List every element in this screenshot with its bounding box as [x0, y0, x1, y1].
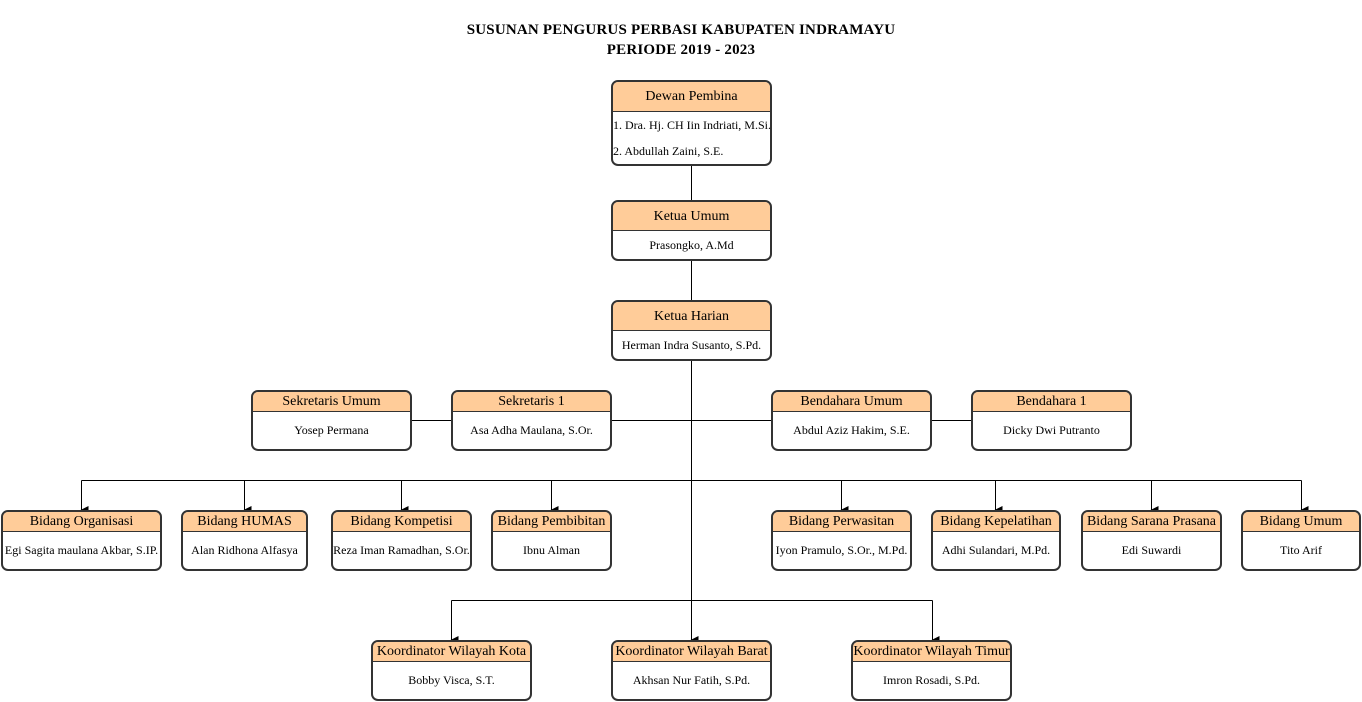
node-name: Bobby Visca, S.T. — [408, 673, 495, 687]
node-bidang-umum: Bidang Umum Tito Arif — [1241, 510, 1361, 571]
node-role: Bendahara Umum — [773, 392, 930, 412]
node-role: Bendahara 1 — [973, 392, 1130, 412]
node-name: Alan Ridhona Alfasya — [191, 543, 298, 557]
node-role: Koordinator Wilayah Timur — [853, 642, 1010, 662]
node-dewan-pembina: Dewan Pembina 1. Dra. Hj. CH Iin Indriat… — [611, 80, 772, 166]
node-role: Bidang Kepelatihan — [933, 512, 1059, 532]
node-role: Koordinator Wilayah Barat — [613, 642, 770, 662]
node-bendahara-umum: Bendahara Umum Abdul Aziz Hakim, S.E. — [771, 390, 932, 451]
node-role: Bidang HUMAS — [183, 512, 306, 532]
node-name: Asa Adha Maulana, S.Or. — [470, 423, 593, 437]
node-role: Bidang Perwasitan — [773, 512, 910, 532]
member-1: 1. Dra. Hj. CH Iin Indriati, M.Si. — [613, 118, 771, 132]
node-name: Ibnu Alman — [523, 543, 580, 557]
node-name: Herman Indra Susanto, S.Pd. — [621, 338, 762, 352]
node-sekretaris-1: Sekretaris 1 Asa Adha Maulana, S.Or. — [451, 390, 612, 451]
node-name: Akhsan Nur Fatih, S.Pd. — [632, 673, 751, 687]
node-bidang-sarana-prasana: Bidang Sarana Prasana Edi Suwardi — [1081, 510, 1222, 571]
node-role: Bidang Organisasi — [3, 512, 160, 532]
node-role: Sekretaris 1 — [453, 392, 610, 412]
member-2: 2. Abdullah Zaini, S.E. — [613, 144, 724, 158]
node-ketua-harian: Ketua Harian Herman Indra Susanto, S.Pd. — [611, 300, 772, 361]
node-koordinator-barat: Koordinator Wilayah Barat Akhsan Nur Fat… — [611, 640, 772, 701]
chart-period: PERIODE 2019 - 2023 — [606, 42, 756, 58]
node-koordinator-kota: Koordinator Wilayah Kota Bobby Visca, S.… — [371, 640, 532, 701]
node-bidang-organisasi: Bidang Organisasi Egi Sagita maulana Akb… — [1, 510, 162, 571]
chart-title: SUSUNAN PENGURUS PERBASI KABUPATEN INDRA… — [466, 22, 896, 38]
node-role: Ketua Harian — [613, 302, 770, 331]
node-koordinator-timur: Koordinator Wilayah Timur Imron Rosadi, … — [851, 640, 1012, 701]
node-role: Bidang Pembibitan — [493, 512, 610, 532]
node-role: Sekretaris Umum — [253, 392, 410, 412]
node-role: Ketua Umum — [613, 202, 770, 231]
node-role: Dewan Pembina — [613, 82, 770, 112]
node-bidang-perwasitan: Bidang Perwasitan Iyon Pramulo, S.Or., M… — [771, 510, 912, 571]
node-name: Reza Iman Ramadhan, S.Or. — [333, 543, 470, 557]
node-name: Dicky Dwi Putranto — [1003, 423, 1100, 437]
node-bidang-pembibitan: Bidang Pembibitan Ibnu Alman — [491, 510, 612, 571]
node-name: Prasongko, A.Md — [649, 238, 734, 252]
node-ketua-umum: Ketua Umum Prasongko, A.Md — [611, 200, 772, 261]
node-name: Edi Suwardi — [1121, 543, 1182, 557]
node-role: Bidang Sarana Prasana — [1083, 512, 1220, 532]
node-name: Imron Rosadi, S.Pd. — [882, 673, 980, 687]
node-role: Bidang Umum — [1243, 512, 1359, 532]
node-bendahara-1: Bendahara 1 Dicky Dwi Putranto — [971, 390, 1132, 451]
node-name: Abdul Aziz Hakim, S.E. — [793, 423, 910, 437]
node-role: Koordinator Wilayah Kota — [373, 642, 530, 662]
node-name: Tito Arif — [1280, 543, 1322, 557]
node-sekretaris-umum: Sekretaris Umum Yosep Permana — [251, 390, 412, 451]
node-name: Iyon Pramulo, S.Or., M.Pd. — [775, 543, 908, 557]
node-role: Bidang Kompetisi — [333, 512, 470, 532]
node-name: Egi Sagita maulana Akbar, S.IP. — [4, 543, 159, 557]
node-bidang-kepelatihan: Bidang Kepelatihan Adhi Sulandari, M.Pd. — [931, 510, 1061, 571]
node-bidang-humas: Bidang HUMAS Alan Ridhona Alfasya — [181, 510, 308, 571]
node-bidang-kompetisi: Bidang Kompetisi Reza Iman Ramadhan, S.O… — [331, 510, 472, 571]
node-name: Yosep Permana — [294, 423, 369, 437]
node-name: Adhi Sulandari, M.Pd. — [941, 543, 1051, 557]
